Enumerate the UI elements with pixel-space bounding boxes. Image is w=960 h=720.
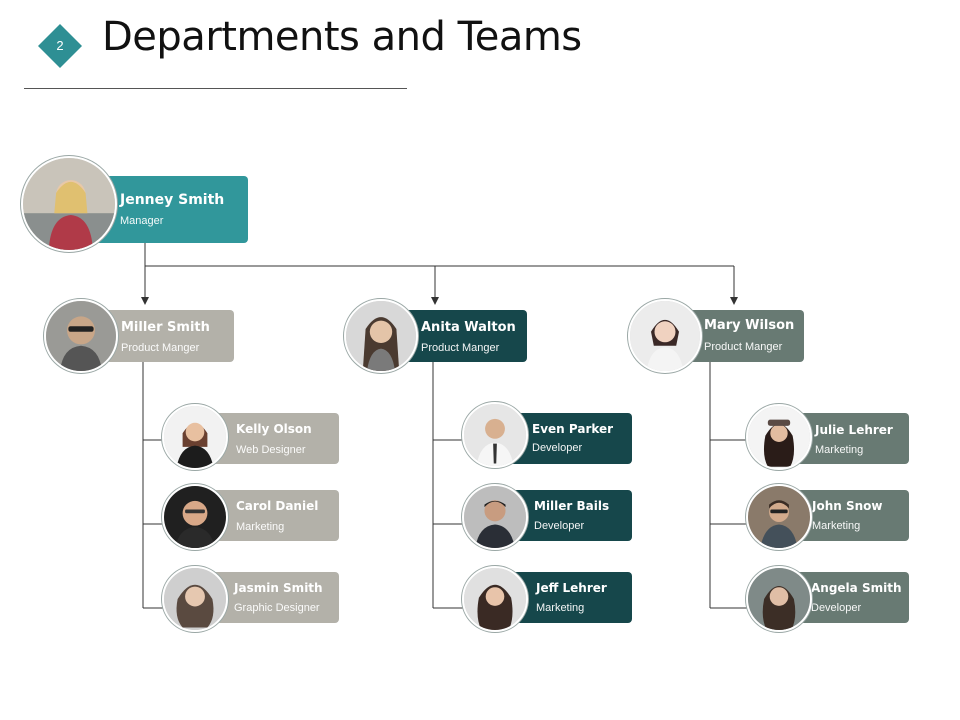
person-photo-icon bbox=[748, 406, 810, 468]
member-role: Marketing bbox=[236, 521, 285, 533]
person-photo-icon bbox=[464, 486, 526, 548]
lead-avatar-miller-smith bbox=[44, 299, 118, 373]
page-title: Departments and Teams bbox=[102, 14, 582, 60]
person-photo-icon bbox=[748, 568, 810, 630]
manager-avatar bbox=[21, 156, 117, 252]
title-underline bbox=[24, 88, 407, 89]
member-name: Carol Daniel bbox=[236, 499, 319, 513]
member-role: Marketing bbox=[536, 602, 585, 614]
member-avatar-even-parker bbox=[462, 402, 528, 468]
member-name: Jeff Lehrer bbox=[536, 581, 607, 595]
person-photo-icon bbox=[164, 406, 226, 468]
person-photo-icon bbox=[630, 301, 700, 371]
slide-number: 2 bbox=[56, 38, 64, 53]
person-photo-icon bbox=[464, 404, 526, 466]
member-avatar-carol-daniel bbox=[162, 484, 228, 550]
lead-role: Product Manger bbox=[421, 342, 500, 354]
member-avatar-julie-lehrer bbox=[746, 404, 812, 470]
member-name: Julie Lehrer bbox=[815, 423, 893, 437]
lead-name: Anita Walton bbox=[421, 320, 516, 335]
member-name: Angela Smith bbox=[811, 581, 902, 595]
person-photo-icon bbox=[46, 301, 116, 371]
member-role: Developer bbox=[534, 520, 585, 532]
person-photo-icon bbox=[23, 158, 115, 250]
lead-card-miller-smith: Miller Smith Product Manger bbox=[96, 310, 234, 362]
member-role: Web Designer bbox=[236, 444, 306, 456]
person-photo-icon bbox=[346, 301, 416, 371]
member-avatar-miller-bails bbox=[462, 484, 528, 550]
person-photo-icon bbox=[164, 568, 226, 630]
lead-role: Product Manger bbox=[121, 342, 200, 354]
manager-name: Jenney Smith bbox=[120, 192, 225, 208]
diamond-icon bbox=[38, 24, 82, 68]
manager-role: Manager bbox=[120, 215, 164, 227]
lead-name: Mary Wilson bbox=[704, 318, 795, 333]
person-photo-icon bbox=[464, 568, 526, 630]
member-name: Even Parker bbox=[532, 422, 614, 436]
member-role: Marketing bbox=[812, 520, 861, 532]
slide-number-badge: 2 bbox=[36, 22, 84, 70]
member-name: Miller Bails bbox=[534, 499, 610, 513]
member-avatar-jeff-lehrer bbox=[462, 566, 528, 632]
lead-avatar-mary-wilson bbox=[628, 299, 702, 373]
member-role: Developer bbox=[532, 442, 583, 454]
lead-name: Miller Smith bbox=[121, 320, 210, 335]
member-avatar-angela-smith bbox=[746, 566, 812, 632]
member-name: John Snow bbox=[812, 499, 883, 513]
member-name: Jasmin Smith bbox=[234, 581, 323, 595]
member-avatar-john-snow bbox=[746, 484, 812, 550]
member-role: Developer bbox=[811, 602, 862, 614]
member-avatar-kelly-olson bbox=[162, 404, 228, 470]
member-role: Graphic Designer bbox=[234, 602, 320, 614]
member-avatar-jasmin-smith bbox=[162, 566, 228, 632]
person-photo-icon bbox=[164, 486, 226, 548]
person-photo-icon bbox=[748, 486, 810, 548]
member-name: Kelly Olson bbox=[236, 422, 312, 436]
member-role: Marketing bbox=[815, 444, 864, 456]
lead-avatar-anita-walton bbox=[344, 299, 418, 373]
lead-role: Product Manger bbox=[704, 341, 783, 353]
